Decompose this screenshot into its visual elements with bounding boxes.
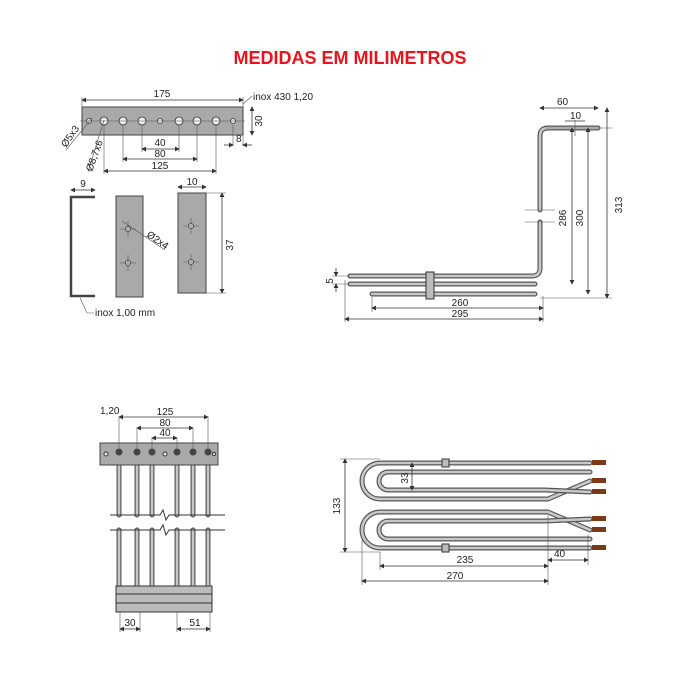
serpentine-tubes xyxy=(359,460,593,551)
clip-plate-side xyxy=(177,192,207,294)
plate-width-dim: 175 xyxy=(154,89,171,100)
clip-parts-view: 9 inox 1,00 mm Ø2x4 10 37 xyxy=(69,177,236,319)
spacing-125-dim: 125 xyxy=(152,161,169,172)
front-bottom-clip xyxy=(115,585,213,613)
side-286-dim: 286 xyxy=(558,209,569,226)
top-270-dim: 270 xyxy=(447,571,464,582)
top-235-dim: 235 xyxy=(457,555,474,566)
front-view: 1,20 125 80 40 30 51 xyxy=(99,406,225,632)
clip-plate xyxy=(115,195,144,298)
front-30-dim: 30 xyxy=(124,618,136,629)
small-hole-label: Ø5x3 xyxy=(59,123,82,149)
side-313-dim: 313 xyxy=(614,196,625,213)
top-133-dim: 133 xyxy=(332,497,343,514)
side-295-dim: 295 xyxy=(452,309,469,320)
front-80-dim: 80 xyxy=(159,418,171,429)
top-view: 33 133 235 40 270 xyxy=(332,458,606,585)
front-tubes xyxy=(116,457,211,608)
spacing-80-dim: 80 xyxy=(154,149,166,160)
mounting-plate-view: 175 inox 430 1,20 30 40 80 125 8 Ø5x3 Ø8… xyxy=(59,89,313,174)
clip-plate-width-dim: 10 xyxy=(186,177,198,188)
page-title: MEDIDAS EM MILIMETROS xyxy=(234,48,467,68)
side-260-dim: 260 xyxy=(452,298,469,309)
clip-hole-label: Ø2x4 xyxy=(144,229,170,252)
side-10-dim: 10 xyxy=(570,111,582,122)
terminals xyxy=(592,460,606,550)
c-material-label: inox 1,00 mm xyxy=(95,308,155,319)
side-view: 60 10 286 300 313 5 260 295 xyxy=(325,97,625,322)
front-125-dim: 125 xyxy=(157,407,174,418)
side-60-dim: 60 xyxy=(557,97,569,108)
c-profile xyxy=(69,195,95,298)
spacing-40-dim: 40 xyxy=(154,138,166,149)
plate-height-dim: 30 xyxy=(254,115,265,127)
side-5-dim: 5 xyxy=(325,278,336,284)
top-40-dim: 40 xyxy=(554,549,566,560)
side-clip xyxy=(425,271,435,300)
clip-plate-height-dim: 37 xyxy=(225,239,236,251)
edge-8-dim: 8 xyxy=(236,134,242,145)
c-width-dim: 9 xyxy=(80,179,86,190)
side-300-dim: 300 xyxy=(575,209,586,226)
front-51-dim: 51 xyxy=(189,618,201,629)
front-mounting-plate xyxy=(99,442,219,466)
top-33-dim: 33 xyxy=(400,472,411,484)
front-thickness-label: 1,20 xyxy=(100,406,120,417)
plate-material-label: inox 430 1,20 xyxy=(253,92,313,103)
large-hole-label: Ø8,7x6 xyxy=(84,139,106,173)
front-40-dim: 40 xyxy=(159,428,171,439)
